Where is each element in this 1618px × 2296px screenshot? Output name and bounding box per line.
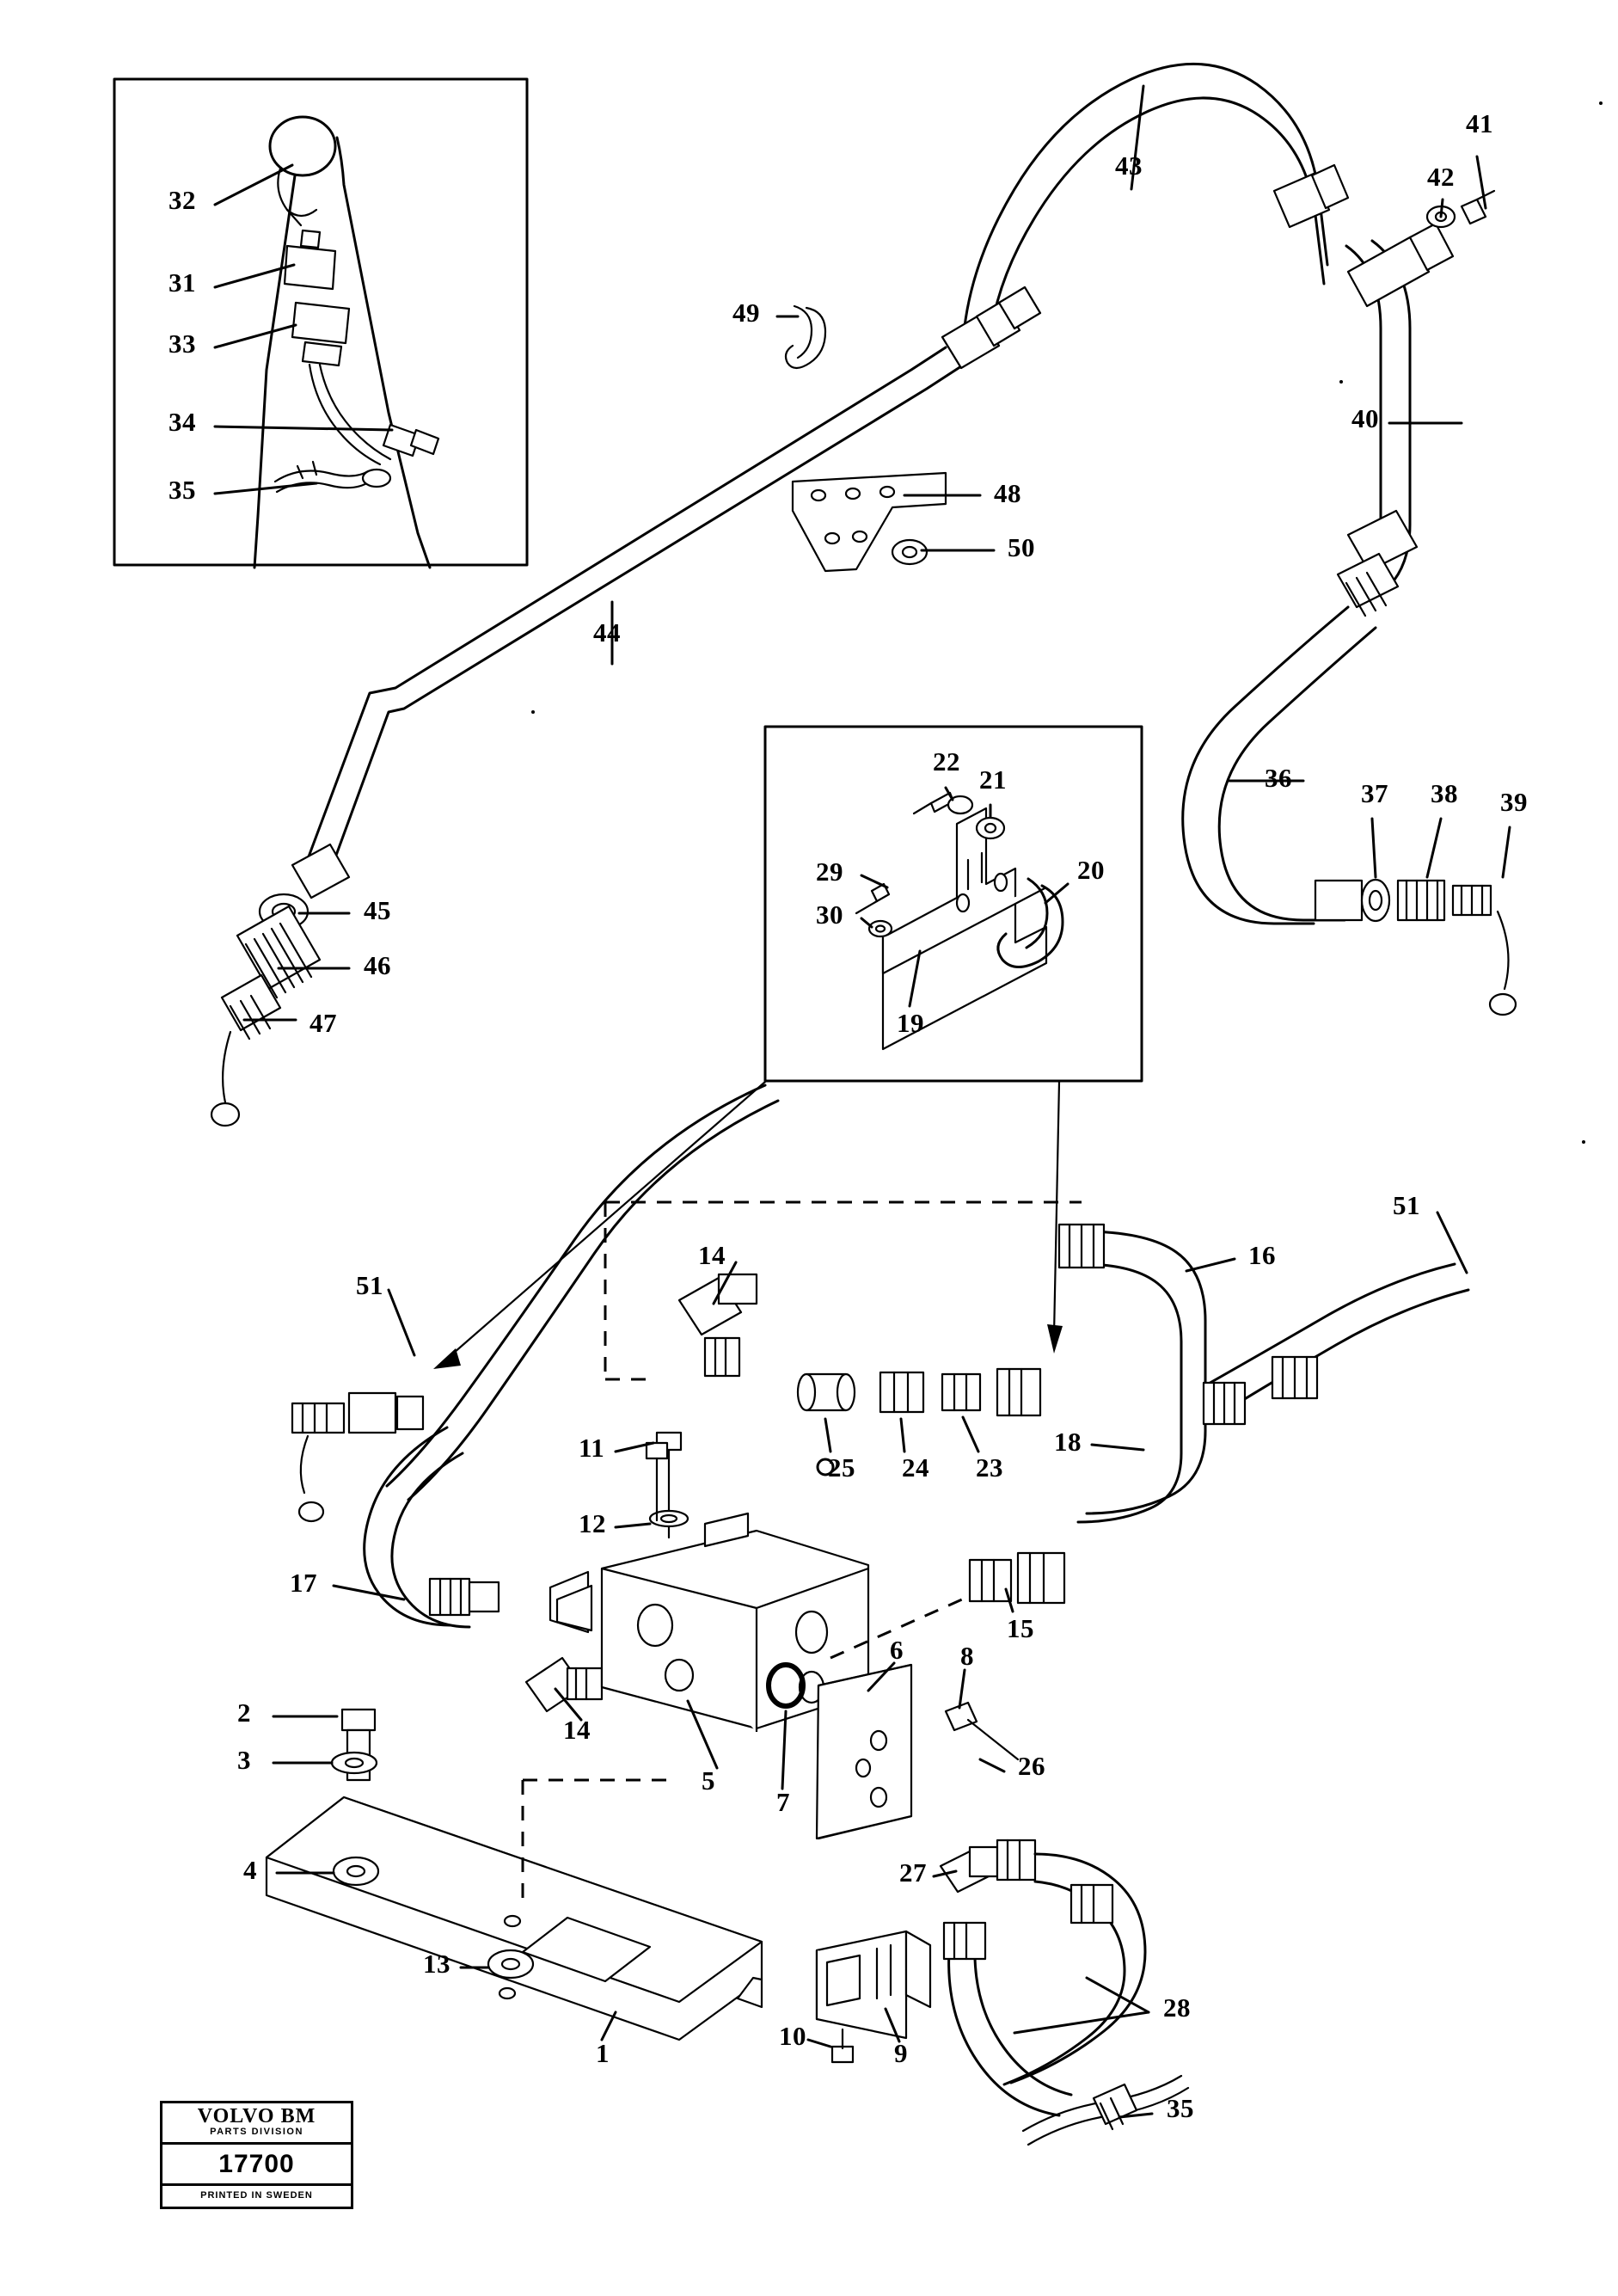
callout-14-upper: 14 — [698, 1240, 726, 1270]
callout-6: 6 — [890, 1635, 904, 1665]
callout-42: 42 — [1427, 162, 1455, 192]
callout-11: 11 — [579, 1433, 605, 1463]
callout-9: 9 — [894, 2038, 908, 2068]
callout-48: 48 — [994, 478, 1021, 508]
stamp-division: PARTS DIVISION — [210, 2127, 303, 2137]
hose-16-18 — [796, 1223, 1470, 1605]
callout-5: 5 — [702, 1765, 715, 1796]
callout-39: 39 — [1500, 787, 1528, 817]
callout-16: 16 — [1248, 1240, 1276, 1270]
callout-45: 45 — [364, 895, 391, 925]
clip-49 — [784, 304, 827, 370]
callout-21: 21 — [979, 764, 1007, 795]
hose-17-51 — [291, 1084, 780, 1713]
stamp-part-number: 17700 — [162, 2145, 351, 2186]
callout-40: 40 — [1351, 403, 1379, 433]
callout-22: 22 — [933, 746, 960, 777]
callout-33: 33 — [169, 328, 196, 359]
mounting-plate-1 — [265, 1796, 763, 2041]
callout-50: 50 — [1008, 532, 1035, 562]
block-9 — [815, 1930, 932, 2064]
callout-49: 49 — [732, 298, 760, 328]
callout-47: 47 — [310, 1008, 337, 1038]
callout-14-lower: 14 — [563, 1715, 591, 1745]
callout-51-right: 51 — [1393, 1190, 1420, 1220]
callout-26: 26 — [1018, 1751, 1045, 1781]
callout-35-upper: 35 — [169, 475, 196, 505]
volvo-bm-stamp: VOLVO BM PARTS DIVISION 17700 PRINTED IN… — [160, 2101, 353, 2209]
callout-10: 10 — [779, 2021, 806, 2051]
callout-27: 27 — [899, 1857, 927, 1888]
elbow-14-top — [677, 1273, 758, 1378]
callout-8: 8 — [960, 1641, 974, 1671]
fittings-26-27-28 — [939, 1839, 1190, 2146]
callout-23: 23 — [976, 1452, 1003, 1483]
stamp-brand: VOLVO BM — [197, 2105, 316, 2127]
callout-19: 19 — [897, 1008, 924, 1038]
callout-24: 24 — [902, 1452, 929, 1483]
callout-43: 43 — [1115, 150, 1143, 181]
tube-44 — [210, 285, 1042, 1127]
callout-7: 7 — [776, 1787, 790, 1817]
assembly-dashed-lines — [433, 1080, 1082, 1899]
callout-3: 3 — [237, 1745, 251, 1775]
bracket-48 — [791, 471, 947, 573]
callout-18: 18 — [1054, 1427, 1082, 1457]
callout-37: 37 — [1361, 778, 1388, 808]
callout-36: 36 — [1265, 763, 1292, 793]
callout-29: 29 — [816, 856, 843, 887]
stamp-printed-in: PRINTED IN SWEDEN — [200, 2190, 313, 2201]
callout-2: 2 — [237, 1697, 251, 1728]
callout-34: 34 — [169, 407, 196, 437]
callout-25: 25 — [828, 1452, 855, 1483]
callout-12: 12 — [579, 1508, 606, 1538]
fasteners-2-3-4-13 — [330, 1708, 535, 1980]
callout-51-left: 51 — [356, 1270, 383, 1300]
callout-30: 30 — [816, 899, 843, 930]
callout-46: 46 — [364, 950, 391, 980]
callout-15: 15 — [1007, 1613, 1034, 1643]
scan-artifacts — [531, 101, 1603, 1144]
callout-4: 4 — [243, 1855, 257, 1885]
callout-44: 44 — [593, 617, 621, 648]
callout-1: 1 — [596, 2038, 610, 2068]
stamp-brand-area: VOLVO BM PARTS DIVISION — [162, 2103, 351, 2145]
callout-20: 20 — [1077, 855, 1105, 885]
valve-block-5 — [549, 1431, 870, 1732]
hose-43 — [961, 62, 1350, 353]
callout-31: 31 — [169, 267, 196, 298]
callout-32: 32 — [169, 185, 196, 215]
callout-13: 13 — [423, 1949, 450, 1979]
leader-lines — [213, 84, 1511, 2119]
callout-17: 17 — [290, 1568, 317, 1598]
inset-bracket-detail — [763, 725, 1143, 1083]
callout-38: 38 — [1431, 778, 1458, 808]
block-6 — [815, 1663, 1020, 1840]
callout-28: 28 — [1163, 1992, 1191, 2023]
callout-35-lower: 35 — [1167, 2093, 1194, 2123]
hose-36 — [1181, 605, 1517, 1016]
callout-41: 41 — [1466, 108, 1493, 138]
